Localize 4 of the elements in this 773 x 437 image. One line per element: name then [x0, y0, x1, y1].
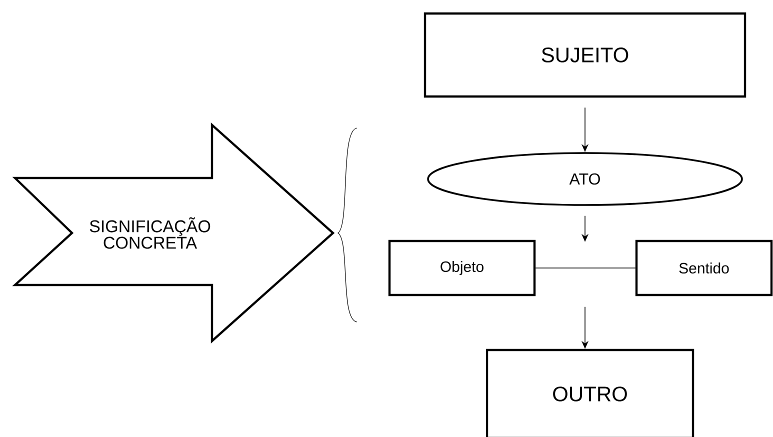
process-box: Sentido [635, 240, 773, 296]
process-box: SUJEITO [424, 12, 746, 98]
process-box: OUTRO [486, 348, 694, 437]
process-box: Objeto [388, 240, 536, 296]
